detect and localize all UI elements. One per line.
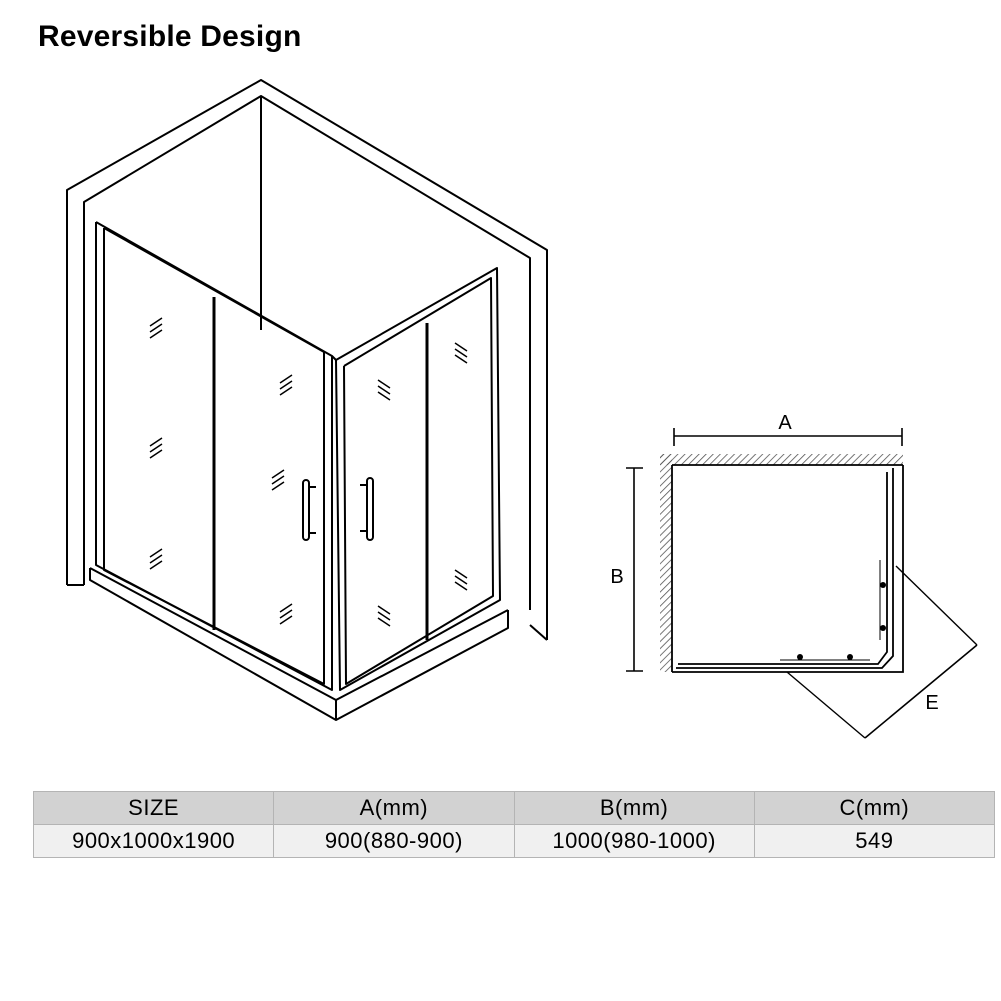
- table-header-row: SIZE A(mm) B(mm) C(mm): [32, 791, 996, 825]
- front-panel: [95, 221, 333, 691]
- shower-tray: [89, 567, 509, 721]
- cell-size: 900x1000x1900: [32, 824, 275, 858]
- header-size: SIZE: [32, 791, 275, 825]
- header-b-mm: B(mm): [513, 791, 755, 825]
- back-walls: [66, 79, 548, 641]
- cell-c-mm: 549: [753, 824, 996, 858]
- side-panel: [331, 267, 501, 691]
- plan-view: A B E: [610, 412, 978, 739]
- page-title: Reversible Design: [38, 20, 302, 53]
- dimension-b-label: B: [610, 566, 623, 588]
- header-c-mm: C(mm): [753, 791, 996, 825]
- header-a-mm: A(mm): [273, 791, 515, 825]
- dimension-a-label: A: [778, 412, 792, 434]
- cell-a-mm: 900(880-900): [273, 824, 515, 858]
- size-spec-table: SIZE A(mm) B(mm) C(mm) 900x1000x1900 900…: [32, 791, 996, 858]
- left-wall-hatch: [660, 454, 672, 672]
- top-wall-hatch: [660, 454, 903, 465]
- table-row: 900x1000x1900 900(880-900) 1000(980-1000…: [32, 824, 996, 858]
- dimension-e-label: E: [925, 692, 938, 714]
- glass-reflection-marks: [149, 317, 468, 627]
- cell-b-mm: 1000(980-1000): [513, 824, 755, 858]
- door-handles: [302, 477, 374, 541]
